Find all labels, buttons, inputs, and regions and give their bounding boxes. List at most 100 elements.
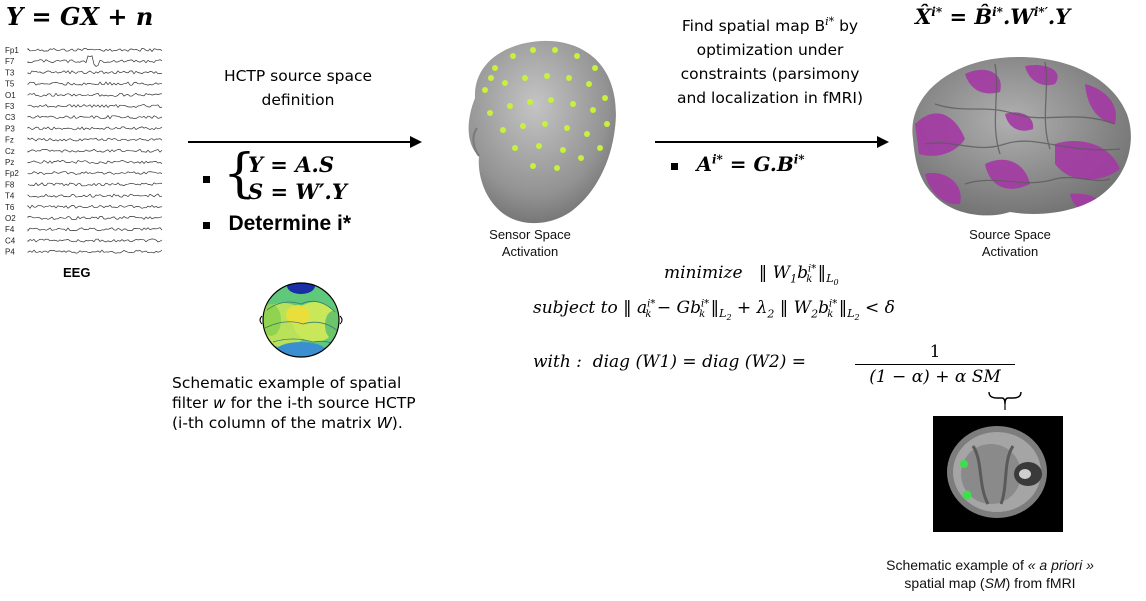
electrode-dot xyxy=(522,75,528,81)
head-label: Sensor Space Activation xyxy=(470,226,590,260)
electrode-dot xyxy=(604,121,610,127)
eeg-trace xyxy=(27,227,163,232)
brain-label: Source Space Activation xyxy=(950,226,1070,260)
with-line: with : diag (W1) = diag (W2) = xyxy=(533,352,806,372)
eeg-trace xyxy=(27,193,162,198)
topo-caption: Schematic example of spatial filter w fo… xyxy=(172,373,472,433)
eeg-trace xyxy=(27,70,163,75)
electrode-dot xyxy=(590,107,596,113)
electrode-dot xyxy=(542,121,548,127)
eeg-channel-label: Fp1 xyxy=(5,46,19,55)
eeg-trace xyxy=(27,160,163,165)
eeg-trace xyxy=(27,216,163,220)
mri-caption-apriori: « a priori » xyxy=(1027,557,1094,573)
electrode-dot xyxy=(500,127,506,133)
mri-caption-line2-post: ) from fMRI xyxy=(1005,575,1076,591)
eeg-channel-label: O2 xyxy=(5,214,16,223)
electrode-dot xyxy=(488,75,494,81)
electrode-dot xyxy=(492,65,498,71)
subject-to-line: subject to ‖ ai*k − Gbi*k ‖L2 + λ2 ‖ W2b… xyxy=(533,298,895,323)
electrode-dot xyxy=(510,53,516,59)
electrode-dot xyxy=(482,87,488,93)
eeg-trace xyxy=(27,104,163,109)
minimize-line: minimize ‖ W1bi*k ‖L0 xyxy=(664,263,839,288)
eeg-channel-label: F7 xyxy=(5,57,15,66)
electrode-dot xyxy=(548,97,554,103)
eeg-channel-label: T4 xyxy=(5,192,15,201)
fraction-numerator: 1 xyxy=(929,342,941,362)
electrode-dot xyxy=(530,47,536,53)
electrode-dot xyxy=(560,147,566,153)
eeg-label: EEG xyxy=(63,265,91,280)
fmri-image xyxy=(933,416,1063,532)
eeg-channel-label: C3 xyxy=(5,113,16,122)
bullet-1 xyxy=(203,176,210,183)
eeg-channel-label: Cz xyxy=(5,147,15,156)
eq-a-gb: Ai* = G.Bi* xyxy=(696,152,805,176)
step2-title-line1: Find spatial map Bi* by xyxy=(650,10,890,38)
mri-caption-var-sm: SM xyxy=(984,575,1006,591)
bullet-3 xyxy=(671,163,678,171)
mri-caption-line1-pre: Schematic example of xyxy=(886,557,1028,573)
electrode-dot xyxy=(552,47,558,53)
step2-title-line3: constraints (parsimony xyxy=(680,65,860,84)
fraction: 1 (1 − α) + α SM xyxy=(855,342,1015,387)
topo-caption-var-w: w xyxy=(212,394,226,412)
eeg-channel-label: Fz xyxy=(5,136,14,145)
eeg-channel-label: P4 xyxy=(5,248,15,257)
step2-title-sup: i* xyxy=(825,15,835,28)
electrode-group xyxy=(482,47,610,171)
step1-title: HCTP source space definition xyxy=(188,66,408,110)
determine-text: Determine i* xyxy=(228,212,351,235)
eeg-equation: Y = GX + n xyxy=(6,2,154,31)
electrode-dot xyxy=(512,145,518,151)
step2-eq-row: Ai* = G.Bi* xyxy=(671,152,805,176)
electrode-dot xyxy=(586,81,592,87)
eq-y-as: Y = A.S xyxy=(248,152,334,177)
step2-title-line1-post: by xyxy=(834,17,859,36)
topo-map xyxy=(259,282,343,358)
step1-arrow xyxy=(188,136,422,148)
eeg-channel-label: T6 xyxy=(5,203,15,212)
eeg-channel-label: F8 xyxy=(5,180,15,189)
eeg-trace xyxy=(27,126,163,131)
eeg-trace xyxy=(27,137,163,142)
electrode-dot xyxy=(554,165,560,171)
electrode-dot xyxy=(544,73,550,79)
eeg-trace xyxy=(27,238,163,243)
system-brace: { xyxy=(223,144,257,204)
eeg-channel-label: Fp2 xyxy=(5,169,19,178)
subject-to-word: subject to xyxy=(533,298,618,318)
electrode-dot xyxy=(574,53,580,59)
topo-caption-line3-pre: (i-th column of the matrix xyxy=(172,414,377,432)
eeg-trace xyxy=(27,182,163,187)
eq-s-wy: S = W′.Y xyxy=(248,179,347,204)
eeg-trace xyxy=(27,47,163,53)
eeg-trace xyxy=(27,171,163,176)
topo-caption-line3-post: ). xyxy=(391,414,403,432)
diag-text: diag (W1) = diag (W2) = xyxy=(592,352,807,372)
electrode-dot xyxy=(592,65,598,71)
eeg-channel-label: F3 xyxy=(5,102,15,111)
eeg-trace xyxy=(27,92,163,97)
head-label-line1: Sensor Space xyxy=(489,227,571,242)
fraction-bar xyxy=(855,364,1015,365)
step2-title-line1-text: Find spatial map B xyxy=(681,17,826,36)
electrode-dot xyxy=(566,75,572,81)
step1-title-line2: definition xyxy=(261,91,335,109)
electrode-dot xyxy=(570,101,576,107)
mri-caption-line2-pre: spatial map ( xyxy=(904,575,985,591)
electrode-dot xyxy=(502,80,508,86)
with-word: with : xyxy=(533,352,582,372)
sm-brace xyxy=(988,391,1022,410)
brain-label-line2: Activation xyxy=(981,244,1039,259)
mri-caption: Schematic example of « a priori » spatia… xyxy=(840,556,1140,592)
head-label-line2: Activation xyxy=(501,244,559,259)
step1-title-line1: HCTP source space xyxy=(223,67,373,85)
eeg-channel-label: O1 xyxy=(5,91,16,100)
electrode-dot xyxy=(520,123,526,129)
electrode-dot xyxy=(487,110,493,116)
brain-equation: X̂i* = B̂i*.Wi*′.Y xyxy=(915,4,1071,29)
